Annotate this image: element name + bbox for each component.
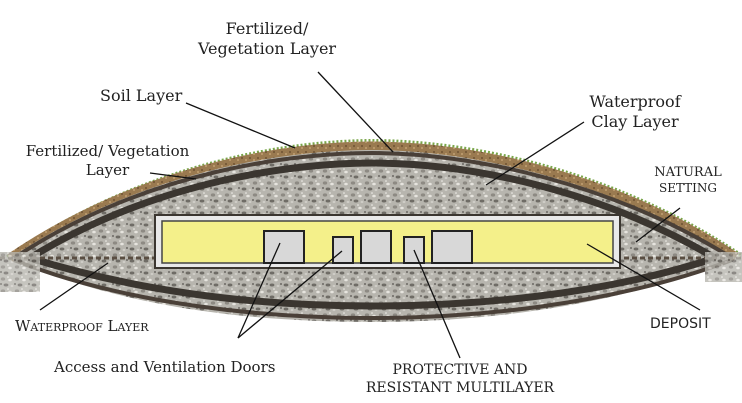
label-protective: PROTECTIVE AND RESISTANT MULTILAYER <box>345 362 575 397</box>
label-fertilized-top-line1: Fertilized/ <box>187 19 347 39</box>
label-natural-setting-line2: SETTING <box>638 181 738 196</box>
label-fertilized-top-line2: Vegetation Layer <box>187 39 347 59</box>
label-protective-line2: RESISTANT MULTILAYER <box>345 380 575 398</box>
label-fertilized-left-line1: Fertilized/ Vegetation <box>10 142 205 161</box>
label-natural-setting-line1: NATURAL <box>638 165 738 181</box>
label-waterproof-clay: Waterproof Clay Layer <box>580 92 690 132</box>
ground-gravel-right <box>705 252 742 282</box>
door-5 <box>432 231 472 263</box>
label-waterproof-clay-line1: Waterproof <box>580 92 690 112</box>
label-protective-line1: PROTECTIVE AND <box>345 362 575 380</box>
door-1 <box>264 231 304 263</box>
label-waterproof-clay-line2: Clay Layer <box>580 112 690 132</box>
label-access-doors: Access and Ventilation Doors <box>54 358 275 377</box>
door-3 <box>361 231 391 263</box>
label-waterproof-layer: Waterproof Layer <box>15 317 149 336</box>
label-fertilized-left-line2: Layer <box>10 161 205 180</box>
label-soil-layer: Soil Layer <box>100 86 182 106</box>
label-fertilized-left: Fertilized/ Vegetation Layer <box>10 142 205 180</box>
ground-gravel-left <box>0 252 40 292</box>
label-fertilized-top: Fertilized/ Vegetation Layer <box>187 19 347 59</box>
label-deposit: DEPOSIT <box>650 316 711 334</box>
door-2 <box>333 237 353 263</box>
label-natural-setting: NATURAL SETTING <box>638 165 738 196</box>
leader-fertilized-top <box>318 72 393 152</box>
